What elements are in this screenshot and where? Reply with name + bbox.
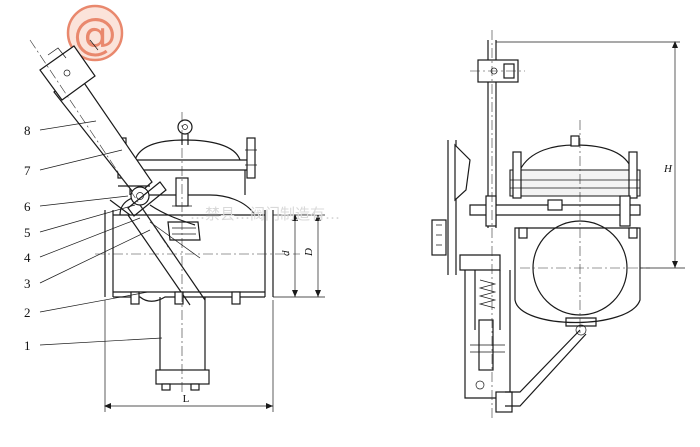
callout-1: 1 <box>24 338 31 353</box>
callout-3: 3 <box>24 276 31 291</box>
dim-length: L <box>183 393 190 405</box>
callout-numbers: 8 7 6 5 4 3 2 1 <box>24 123 31 353</box>
dim-bore-outer: D <box>303 248 315 257</box>
dim-bore-inner: d <box>280 250 292 256</box>
watermark-text: …禁县…阀门制造有… <box>190 205 340 223</box>
brand-logo: @ <box>66 4 124 62</box>
logo-glyph: @ <box>73 9 117 60</box>
callout-5: 5 <box>24 225 31 240</box>
callout-leaders <box>39 120 163 346</box>
callout-2: 2 <box>24 305 31 320</box>
side-view: H <box>431 30 685 420</box>
callout-7: 7 <box>24 163 31 178</box>
callout-8: 8 <box>24 123 31 138</box>
front-view: d D L <box>29 39 325 412</box>
callout-4: 4 <box>24 250 31 265</box>
dim-height: H <box>663 163 673 175</box>
callout-6: 6 <box>24 199 31 214</box>
